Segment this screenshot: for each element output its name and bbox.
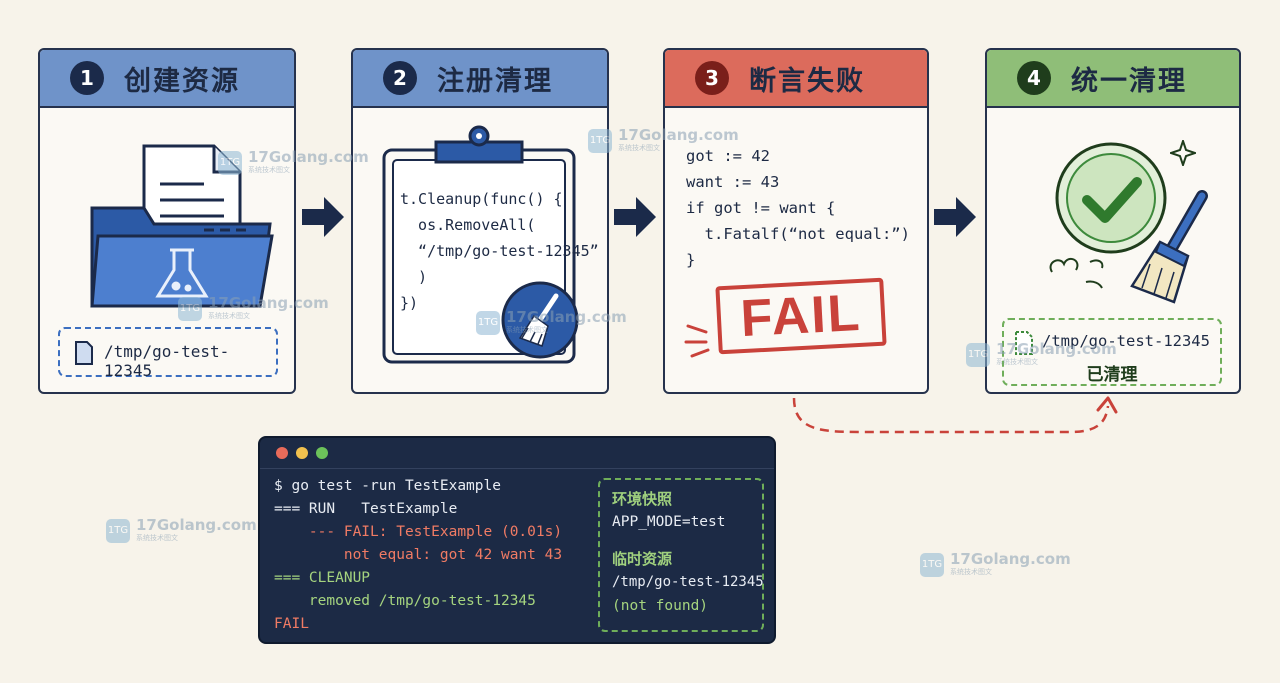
watermark-sub: 系统技术图文 [950,568,992,576]
env-snapshot-label: 环境快照 [612,490,673,508]
cleaned-path: /tmp/go-test-12345 [1042,332,1210,350]
cleanup-code-line-2: os.RemoveAll( [400,216,536,234]
step-badge-1: 1 [70,61,104,95]
burst-lines-icon [684,324,710,358]
step-title-4: 统一清理 [1071,65,1187,97]
flask-icon [155,248,209,298]
step-title-2: 注册清理 [437,65,553,97]
file-icon [75,341,93,365]
step-header-1: 1 创建资源 [40,50,294,108]
folder-with-document-icon [90,144,274,308]
assert-code-line-3: if got != want { [686,199,836,217]
step-card-1: 1 创建资源 /tmp/go-test-12345 [38,48,296,394]
terminal-window: $ go test -run TestExample === RUN TestEx… [258,436,776,644]
close-dot[interactable] [276,447,288,459]
step-header-3: 3 断言失败 [665,50,927,108]
cleaned-status: 已清理 [1086,365,1138,385]
temp-resource-label: 临时资源 [612,550,673,568]
assert-code-line-2: want := 43 [686,173,780,191]
watermark-sub: 系统技术图文 [136,534,178,542]
sparkle-icon [1170,140,1196,166]
fail-stamp-text: FAIL [739,283,863,349]
cleanup-code-line-1: t.Cleanup(func() { [400,190,563,208]
check-circle-icon [1055,142,1167,254]
cleanup-code-line-3: “/tmp/go-test-12345” [400,242,599,260]
terminal-line: === CLEANUP [274,570,371,586]
assert-code-line-1: got := 42 [686,147,770,165]
terminal-line: === RUN TestExample [274,501,458,517]
step-badge-4: 4 [1017,61,1051,95]
cleaned-resource-box: /tmp/go-test-12345 已清理 [1002,318,1222,386]
terminal-line: --- FAIL: TestExample (0.01s) [274,524,563,540]
watermark-text: 17Golang.com [136,516,257,534]
terminal-line: $ go test -run TestExample [274,478,501,494]
assert-code-line-4: t.Fatalf(“not equal:”) [686,225,910,243]
arrow-right-icon [614,197,656,237]
env-snapshot-value: APP_MODE=test [612,514,726,530]
watermark-logo-icon: 1TG [106,518,130,543]
curved-dashed-arrow [792,396,1118,434]
terminal-line: not equal: got 42 want 43 [274,547,563,563]
step-header-4: 4 统一清理 [987,50,1239,108]
step-title-1: 创建资源 [124,65,240,97]
cleanup-code-line-5: }) [400,294,419,312]
resource-path-box: /tmp/go-test-12345 [58,327,278,380]
broom-sweeping-icon [1049,190,1208,304]
broom-icon [501,281,579,359]
resource-path: /tmp/go-test-12345 [104,342,230,380]
step-badge-2: 2 [383,61,417,95]
step-card-3: 3 断言失败 [663,48,929,394]
watermark-logo-icon: 1TG [920,552,944,577]
terminal-line: removed /tmp/go-test-12345 [274,593,536,609]
file-icon [1015,331,1033,355]
temp-resource-path: /tmp/go-test-12345 [612,574,764,590]
arrow-right-icon [302,197,344,237]
arrow-right-icon [934,197,976,237]
cleanup-code-line-4: ) [400,268,428,286]
assert-code-line-5: } [686,251,696,269]
step-title-3: 断言失败 [749,65,865,97]
watermark-text: 17Golang.com [950,550,1071,568]
folder-icon [90,206,274,308]
step-header-2: 2 注册清理 [353,50,607,108]
minimize-dot[interactable] [296,447,308,459]
maximize-dot[interactable] [316,447,328,459]
terminal-line: FAIL [274,616,309,632]
fail-stamp: FAIL [715,277,887,355]
temp-resource-status: (not found) [612,598,709,614]
terminal-side-panel: 环境快照 APP_MODE=test 临时资源 /tmp/go-test-123… [598,478,764,632]
terminal-title-bar [260,438,774,469]
step-badge-3: 3 [695,61,729,95]
